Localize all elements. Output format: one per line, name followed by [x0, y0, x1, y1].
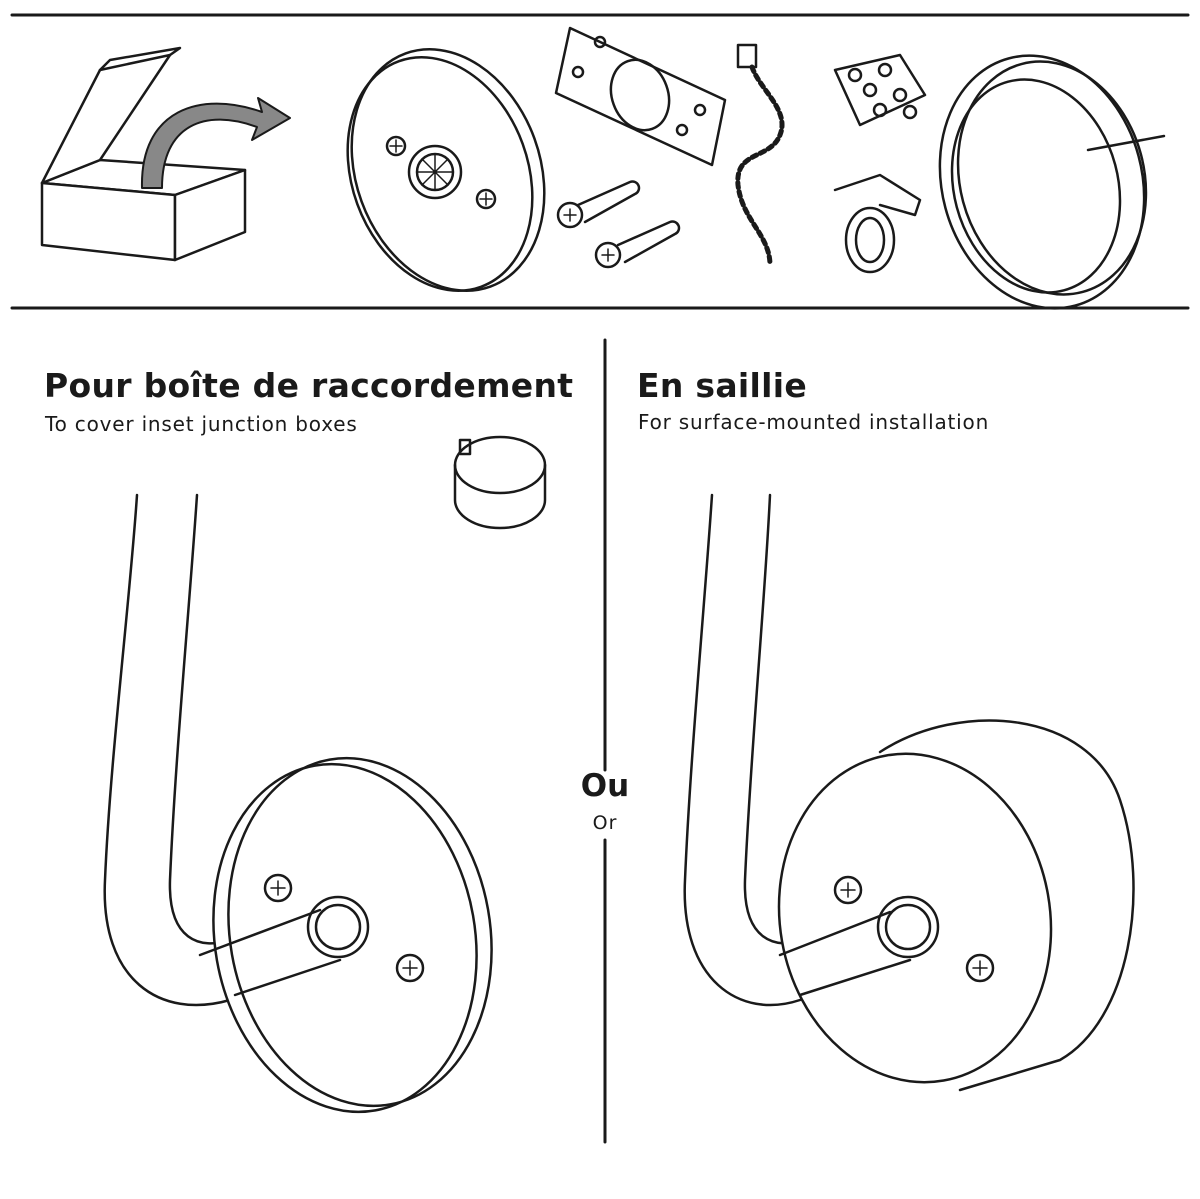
surface-mount-installation	[683, 493, 1135, 1092]
junction-box-icon	[453, 435, 547, 530]
or-label: Ou	[580, 768, 630, 804]
unpack-arrow-icon	[140, 97, 291, 189]
cable-wire-icon	[735, 43, 785, 268]
right-option-subtitle: For surface-mounted installation	[638, 410, 990, 434]
wall-plate-icon	[346, 48, 546, 292]
package-box-icon	[40, 46, 247, 262]
left-option-subtitle: To cover inset junction boxes	[45, 412, 358, 436]
cable-clip-icon	[833, 173, 922, 274]
mounting-bracket-icon	[554, 26, 727, 167]
screw-icon	[594, 220, 681, 269]
surface-ring-icon	[938, 54, 1166, 310]
left-option-title: Pour boîte de raccordement	[44, 366, 574, 405]
terminal-block-icon	[833, 53, 927, 127]
or-sublabel: Or	[592, 812, 618, 834]
right-option-title: En saillie	[637, 366, 808, 405]
screw-icon	[556, 180, 641, 229]
flush-plate-installation	[103, 493, 493, 1114]
